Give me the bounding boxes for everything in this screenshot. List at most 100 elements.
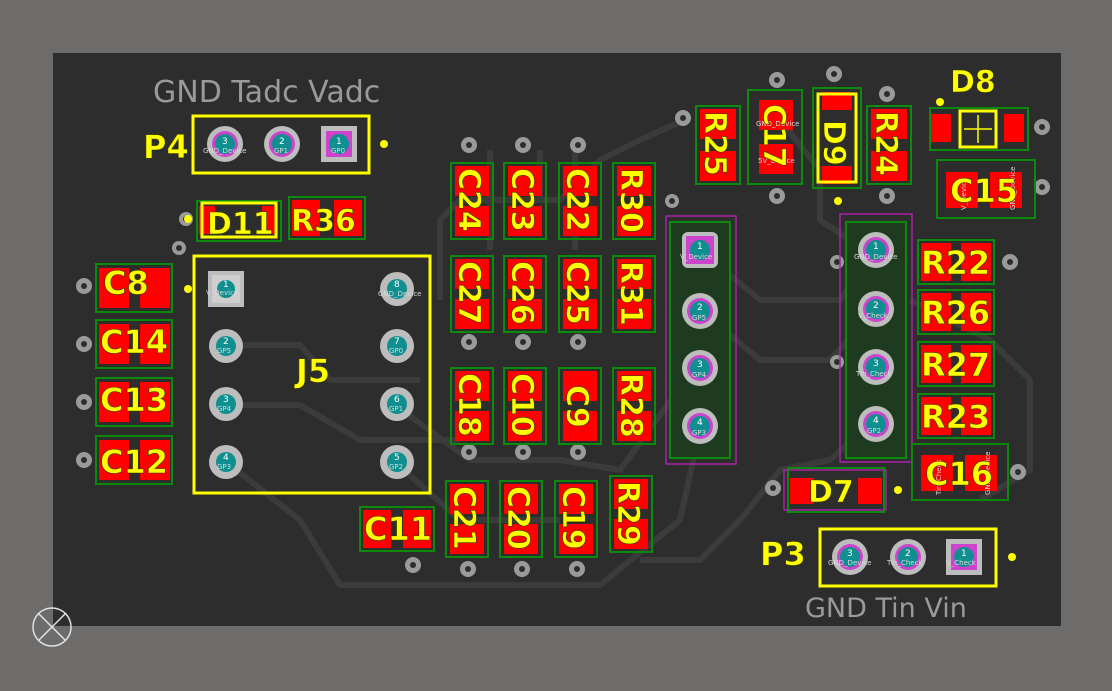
r31-pad-1[interactable] xyxy=(617,259,651,289)
d7-pad-1[interactable] xyxy=(790,478,814,504)
c9-pad-2[interactable] xyxy=(563,411,597,441)
d8-pad-2[interactable] xyxy=(1004,114,1024,142)
c16-pad-1[interactable] xyxy=(921,455,953,491)
c21-pad-2[interactable] xyxy=(450,524,484,554)
c12-pad-1[interactable] xyxy=(99,440,129,480)
p3-outline xyxy=(818,527,998,588)
j5-pad-5[interactable]: 5 GP2 xyxy=(380,445,414,479)
p3-pad-1[interactable]: 1 V_Check xyxy=(946,539,982,575)
c14-pad-2[interactable] xyxy=(140,324,170,364)
header-left-pad-4[interactable]: 4 GP3 xyxy=(682,408,718,444)
c13-pad-1[interactable] xyxy=(99,382,129,422)
r25-pad-1[interactable] xyxy=(700,109,736,139)
r30-pad-1[interactable] xyxy=(617,166,651,196)
j5-pad-3[interactable]: 3 GP4 xyxy=(209,387,243,421)
p4-pad-2[interactable]: 2 GP1 xyxy=(264,126,300,162)
c8-pad-2[interactable] xyxy=(140,268,170,308)
j5-pin-1-num: 1 xyxy=(223,280,229,290)
r25-pad-2[interactable] xyxy=(700,151,736,181)
r28-pad-2[interactable] xyxy=(617,411,651,441)
c10-pad-1[interactable] xyxy=(508,371,542,401)
c19-pad-1[interactable] xyxy=(559,484,593,514)
j5-pad-2[interactable]: 2 GP5 xyxy=(209,329,243,363)
r27-pad-2[interactable] xyxy=(961,345,991,383)
ref-r29: R29 xyxy=(610,481,645,546)
c11-pad-1[interactable] xyxy=(363,510,391,548)
p3-pad-2[interactable]: 2 Tin_Check xyxy=(886,539,926,575)
c18-pad-1[interactable] xyxy=(455,371,489,401)
c25-pad-2[interactable] xyxy=(563,299,597,329)
hr-pin-1-num: 1 xyxy=(873,242,879,252)
c20-pad-1[interactable] xyxy=(504,484,538,514)
c22-pad-2[interactable] xyxy=(563,206,597,236)
c9-pad-1[interactable] xyxy=(563,371,597,401)
p4-pad-3[interactable]: 3 GND_Device xyxy=(203,126,247,162)
c22-pad-1[interactable] xyxy=(563,166,597,196)
d9-pad-k[interactable] xyxy=(822,166,852,184)
p3-pad-3[interactable]: 3 GND_Device xyxy=(828,539,872,575)
header-left-pad-2[interactable]: 2 GP5 xyxy=(682,293,718,329)
j5-pad-8[interactable]: 8 GND_Device xyxy=(378,272,422,306)
c10-pad-2[interactable] xyxy=(508,411,542,441)
j5-pin-5-net: GP2 xyxy=(389,463,403,471)
c18-pad-2[interactable] xyxy=(455,411,489,441)
c23-pad-2[interactable] xyxy=(508,206,542,236)
hr-pin-2-num: 2 xyxy=(873,301,879,311)
r26-pad-1[interactable] xyxy=(921,293,951,331)
header-right-pad-3[interactable]: 3 Tin_Check xyxy=(855,349,894,385)
c26-pad-1[interactable] xyxy=(508,259,542,289)
d9-pad-a[interactable] xyxy=(822,92,852,110)
c8-pad-1[interactable] xyxy=(99,268,129,308)
header-left-pad-1[interactable]: 1 V_Device xyxy=(680,232,718,268)
c24-pad-2[interactable] xyxy=(455,206,489,236)
c26-pad-2[interactable] xyxy=(508,299,542,329)
p4-pad-1[interactable]: 1 GP0 xyxy=(321,126,357,162)
r28-pad-1[interactable] xyxy=(617,371,651,401)
header-right-pad-2[interactable]: 2 V_Check xyxy=(858,291,894,327)
j5-pad-6[interactable]: 6 GP1 xyxy=(380,387,414,421)
r22-pad-1[interactable] xyxy=(921,243,951,281)
d8-pad-1[interactable] xyxy=(931,114,951,142)
c25-pad-1[interactable] xyxy=(563,259,597,289)
r23-pad-2[interactable] xyxy=(961,397,991,435)
r31-pad-2[interactable] xyxy=(617,299,651,329)
ref-d9: D9 xyxy=(816,120,851,166)
r26-pad-2[interactable] xyxy=(961,293,991,331)
c27-pad-1[interactable] xyxy=(455,259,489,289)
r22-pad-2[interactable] xyxy=(961,243,991,281)
r29-pad-1[interactable] xyxy=(614,479,648,509)
c27-pad-2[interactable] xyxy=(455,299,489,329)
r30-pad-2[interactable] xyxy=(617,206,651,236)
c14-pad-1[interactable] xyxy=(99,324,129,364)
c13-pad-2[interactable] xyxy=(140,382,170,422)
j5-pad-1[interactable]: 1 V_Device xyxy=(206,271,244,307)
c20-pad-2[interactable] xyxy=(504,524,538,554)
r23-pad-1[interactable] xyxy=(921,397,951,435)
c12-pad-2[interactable] xyxy=(140,440,170,480)
c17-pad-2[interactable] xyxy=(759,144,793,174)
r36-pad-1[interactable] xyxy=(292,200,320,236)
c24-pad-1[interactable] xyxy=(455,166,489,196)
d7-pad-2[interactable] xyxy=(858,478,882,504)
r36-pad-2[interactable] xyxy=(334,200,362,236)
r24-pad-1[interactable] xyxy=(871,109,907,139)
r29-pad-2[interactable] xyxy=(614,519,648,549)
header-right-pad-1[interactable]: 1 GND_Device xyxy=(854,232,898,268)
r27-pad-1[interactable] xyxy=(921,345,951,383)
c19-pad-2[interactable] xyxy=(559,524,593,554)
c23-pad-1[interactable] xyxy=(508,166,542,196)
hl-pin-2-net: GP5 xyxy=(692,314,706,322)
c15-pad-1[interactable] xyxy=(946,172,978,208)
c17-pad-1[interactable] xyxy=(759,100,793,130)
j5-pad-4[interactable]: 4 GP3 xyxy=(209,445,243,479)
d11-pad-k[interactable] xyxy=(262,206,278,234)
c21-pad-1[interactable] xyxy=(450,484,484,514)
c15-pad-2[interactable] xyxy=(990,172,1022,208)
c11-pad-2[interactable] xyxy=(403,510,431,548)
j5-pad-7[interactable]: 7 GP0 xyxy=(380,329,414,363)
c16-pad-2[interactable] xyxy=(965,455,997,491)
r24-pad-2[interactable] xyxy=(871,151,907,181)
header-right-pad-4[interactable]: 4 GP2 xyxy=(858,406,894,442)
p3-pin-1-net: V_Check xyxy=(946,559,977,567)
header-left-pad-3[interactable]: 3 GP4 xyxy=(682,350,718,386)
